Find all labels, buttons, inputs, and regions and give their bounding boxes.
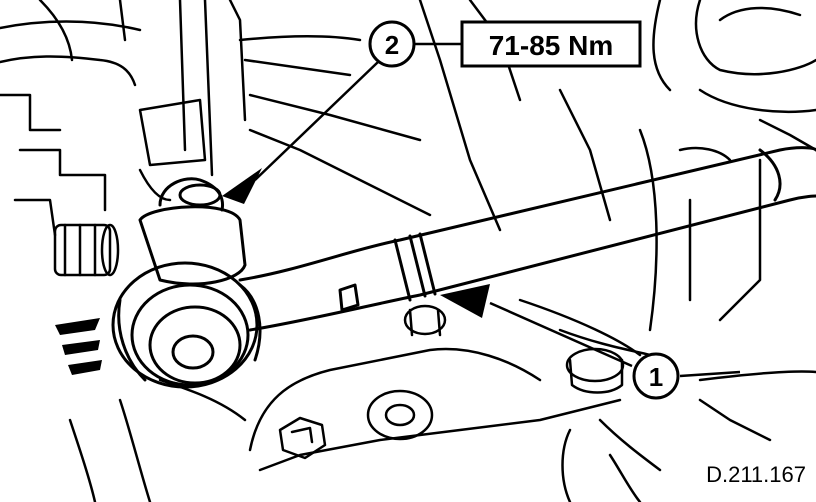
shift-rod <box>238 146 816 332</box>
callout-2-label: 2 <box>385 30 399 60</box>
direction-arrow-icon <box>55 318 100 335</box>
callout-1: 1 <box>489 301 741 400</box>
callout-2-arrowhead-icon <box>222 168 262 204</box>
lower-fasteners <box>278 304 625 460</box>
direction-arrows <box>55 318 102 375</box>
torque-spec-frame <box>460 20 642 68</box>
callout-2-leader <box>254 61 379 181</box>
torque-spec-box: 71-85 Nm <box>460 20 642 68</box>
bushing-assembly <box>111 177 262 389</box>
figure-reference: D.211.167 <box>706 462 806 487</box>
callout-2: 2 <box>254 20 462 181</box>
callout-1-leader <box>489 301 633 368</box>
callout-1-arrowhead-icon <box>440 284 490 318</box>
direction-arrow-icon <box>68 360 102 375</box>
direction-arrow-icon <box>62 340 100 355</box>
callout-1-circle <box>632 352 680 400</box>
callout-1-tail <box>679 370 741 378</box>
callout-1-label: 1 <box>649 362 663 392</box>
torque-spec-label: 71-85 Nm <box>489 30 614 61</box>
left-bolt <box>53 223 120 277</box>
left-mount <box>13 98 207 237</box>
